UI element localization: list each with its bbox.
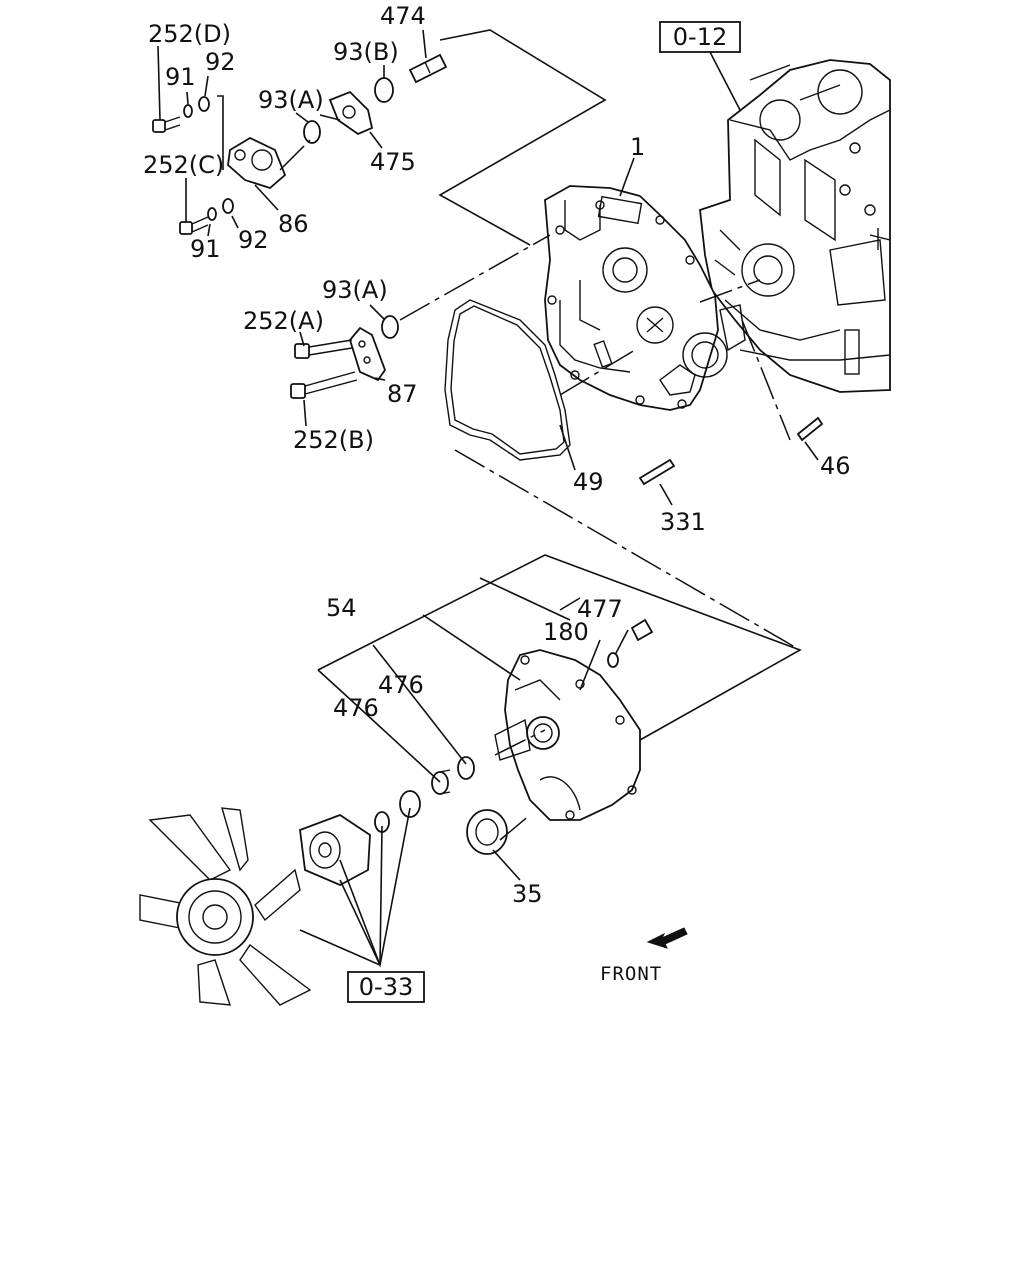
ref-0-12-label: 0-12 [673, 23, 727, 51]
label-477: 477 [577, 595, 623, 623]
label-93b: 93(B) [333, 38, 399, 66]
gasket-49 [444, 299, 571, 461]
front-cover-54 [494, 649, 641, 821]
stud-331 [638, 458, 676, 486]
label-475: 475 [370, 148, 416, 176]
bracket-87 [348, 326, 387, 382]
label-93a-mid: 93(A) [322, 276, 388, 304]
label-331: 331 [660, 508, 706, 536]
o-ring-93a-top [303, 120, 321, 144]
part-labels: 252(D) 91 92 93(B) 474 93(A) 475 252(C) … [143, 2, 851, 908]
label-476-lower: 476 [333, 694, 379, 722]
label-91-bottom: 91 [190, 235, 221, 263]
leader-lines [157, 29, 819, 968]
label-92-bottom: 92 [238, 226, 269, 254]
front-indicator: FRONT [600, 927, 688, 985]
ref-0-33-label: 0-33 [359, 973, 413, 1001]
label-252b: 252(B) [293, 426, 374, 454]
washer-92b [222, 198, 234, 214]
ref-box-0-12[interactable]: 0-12 [659, 21, 741, 53]
washer-91b [207, 207, 217, 221]
label-252c: 252(C) [143, 151, 224, 179]
cooling-fan [139, 807, 312, 1006]
ref-box-0-33[interactable]: 0-33 [347, 971, 425, 1003]
label-92-top: 92 [205, 48, 236, 76]
label-476-upper: 476 [378, 671, 424, 699]
label-1: 1 [630, 133, 645, 161]
washer-92a [198, 96, 210, 112]
pump-parts [299, 790, 421, 886]
bushing-476b [457, 756, 475, 780]
label-87: 87 [387, 380, 418, 408]
label-93a-top: 93(A) [258, 86, 324, 114]
label-54: 54 [326, 594, 357, 622]
label-180: 180 [543, 618, 589, 646]
label-46: 46 [820, 452, 851, 480]
label-49: 49 [573, 468, 604, 496]
front-arrow-icon [646, 927, 688, 949]
front-label: FRONT [600, 963, 662, 985]
washer-180 [607, 652, 619, 668]
bolt-252a [294, 339, 353, 359]
plug-477 [630, 618, 654, 642]
housing-86 [227, 136, 287, 190]
bushing-476a [431, 769, 451, 795]
o-ring-93a-mid [381, 315, 399, 339]
label-474: 474 [380, 2, 426, 30]
label-86: 86 [278, 210, 309, 238]
bolt-252b [290, 371, 358, 399]
washer-91a [183, 104, 193, 118]
label-252a: 252(A) [243, 307, 324, 335]
flange-475 [328, 90, 374, 136]
o-ring-93b [374, 77, 394, 103]
engine-block [699, 59, 891, 393]
seal-35 [466, 809, 508, 855]
stud-474 [408, 53, 448, 84]
label-35: 35 [512, 880, 543, 908]
label-252d: 252(D) [148, 20, 231, 48]
label-91-top: 91 [165, 63, 196, 91]
bolt-252c [179, 216, 209, 235]
stud-46 [796, 416, 824, 442]
front-plate [544, 185, 746, 411]
bolt-252d [152, 116, 181, 133]
